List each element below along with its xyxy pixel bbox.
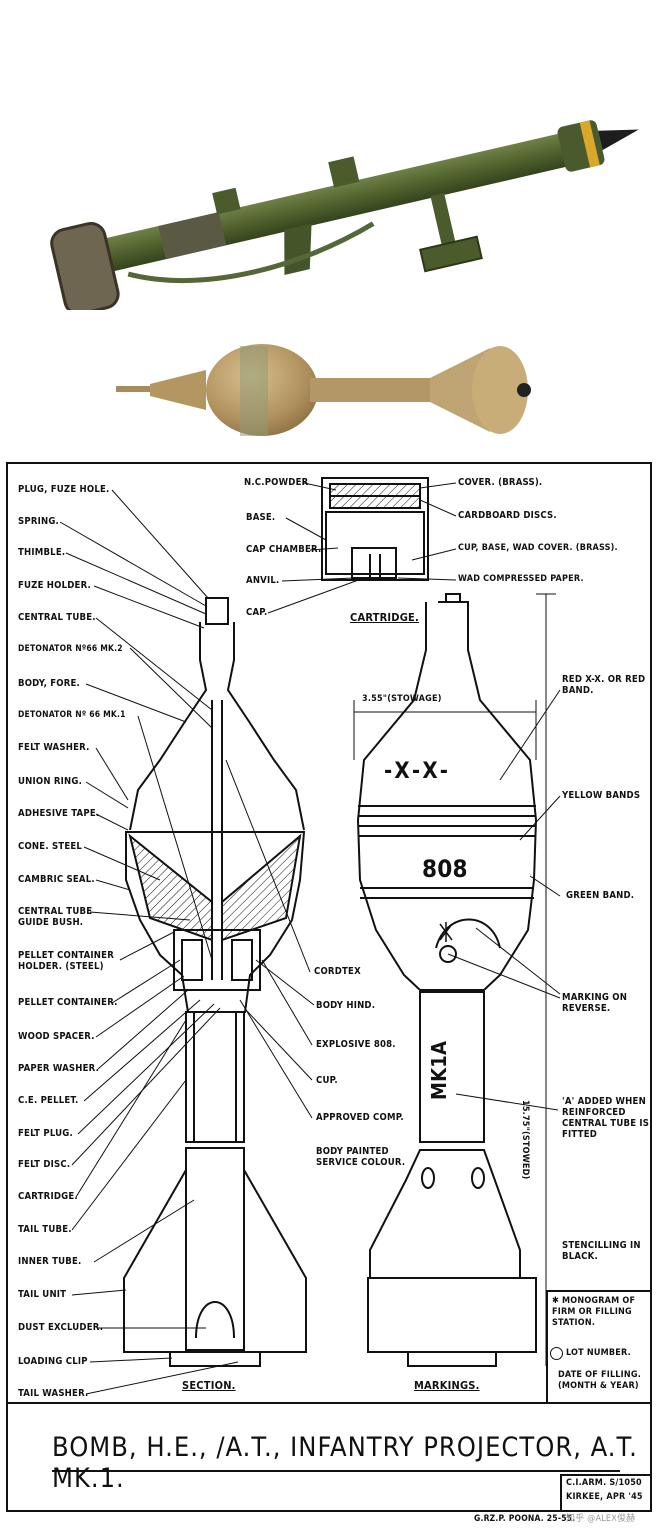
launcher-photo [50, 120, 639, 310]
label-felt-washer: FELT WASHER. [18, 742, 90, 753]
label-adhesive-tape: ADHESIVE TAPE. [18, 808, 100, 819]
label-cone-steel: CONE. STEEL [18, 841, 83, 852]
label-ce-pellet: C.E. PELLET. [18, 1095, 79, 1106]
legend-date-filling: DATE OF FILLING. (MONTH & YEAR) [558, 1370, 641, 1391]
leader-lines [59, 482, 561, 1395]
label-detonator-mk1: DETONATOR Nº 66 MK.1 [18, 710, 126, 720]
section-view [123, 597, 307, 1367]
legend-monogram: ✱ MONOGRAM OF FIRM OR FILLING STATION. [552, 1296, 636, 1328]
label-wad-compressed-paper: WAD COMPRESSED PAPER. [458, 574, 584, 584]
legend-box [546, 1290, 652, 1402]
label-yellow-bands: YELLOW BANDS [562, 790, 641, 801]
label-tail-washer: TAIL WASHER. [18, 1388, 89, 1399]
label-tail-unit: TAIL UNIT [18, 1289, 67, 1300]
monogram-symbol [439, 922, 453, 942]
label-central-tube: CENTRAL TUBE. [18, 612, 96, 623]
label-base: BASE. [246, 512, 276, 523]
label-fuze-holder: FUZE HOLDER. [18, 580, 91, 591]
stowage-dimension: 3.55"(STOWAGE) [362, 694, 442, 704]
label-detonator-mk2: DETONATOR Nº66 MK.2 [18, 644, 123, 654]
markings-heading: MARKINGS. [414, 1379, 480, 1392]
title-underline [52, 1470, 620, 1472]
label-a-added: 'A' ADDED WHEN REINFORCED CENTRAL TUBE I… [562, 1096, 650, 1140]
label-union-ring: UNION RING. [18, 776, 83, 787]
cartridge-heading: CARTRIDGE. [350, 611, 419, 624]
label-cartridge: CARTRIDGE. [18, 1191, 78, 1202]
label-cap: CAP. [246, 607, 268, 618]
stencil-mk1a: MK1A [427, 1040, 451, 1100]
label-felt-plug: FELT PLUG. [18, 1128, 73, 1139]
cartridge-detail [321, 477, 429, 581]
label-paper-washer: PAPER WASHER. [18, 1063, 100, 1074]
stencil-808: 808 [422, 855, 468, 883]
label-thimble: THIMBLE. [18, 547, 66, 558]
markings-view [353, 593, 556, 1367]
diagram-title: BOMB, H.E., /A.T., INFANTRY PROJECTOR, A… [52, 1432, 638, 1494]
label-wood-spacer: WOOD SPACER. [18, 1031, 95, 1042]
label-body-hind: BODY HIND. [316, 1000, 376, 1011]
lot-number-circle [550, 1347, 563, 1360]
label-approved-comp: APPROVED COMP. [316, 1112, 404, 1123]
label-stencilling: STENCILLING IN BLACK. [562, 1240, 641, 1262]
label-cardboard-discs: CARDBOARD DISCS. [458, 510, 557, 521]
label-anvil: ANVIL. [246, 575, 280, 586]
label-cap-chamber: CAP CHAMBER. [246, 544, 322, 555]
legend-lot-number: LOT NUMBER. [566, 1348, 631, 1358]
launcher-body [50, 120, 639, 310]
label-plug-fuze-hole: PLUG, FUZE HOLE. [18, 484, 110, 495]
label-felt-disc: FELT DISC. [18, 1159, 71, 1170]
label-nc-powder: N.C.POWDER [244, 477, 309, 488]
reference-line-2: KIRKEE, APR '45 [566, 1492, 643, 1502]
title-row [6, 1402, 652, 1512]
reference-line-1: C.I.ARM. S/1050 [566, 1478, 642, 1488]
label-body-painted: BODY PAINTED SERVICE COLOUR. [316, 1146, 406, 1168]
label-central-tube-guide-bush: CENTRAL TUBE GUIDE BUSH. [18, 906, 93, 928]
label-cover-brass: COVER. (BRASS). [458, 477, 543, 488]
label-inner-tube: INNER TUBE. [18, 1256, 82, 1267]
label-loading-clip: LOADING CLIP [18, 1356, 88, 1367]
label-cambric-seal: CAMBRIC SEAL. [18, 874, 95, 885]
diagram-sheet [6, 462, 652, 1512]
label-cordtex: CORDTEX [314, 966, 361, 977]
length-dimension: 15.75"(STOWED) [520, 1100, 530, 1180]
label-pellet-container-holder: PELLET CONTAINER HOLDER. (STEEL) [18, 950, 114, 972]
label-cup: CUP. [316, 1075, 338, 1086]
label-cup-base-wad-cover: CUP, BASE, WAD COVER. (BRASS). [458, 543, 618, 553]
label-body-fore: BODY, FORE. [18, 678, 80, 689]
label-marking-on-reverse: MARKING ON REVERSE. [562, 992, 628, 1014]
label-green-band: GREEN BAND. [566, 890, 635, 901]
section-heading: SECTION. [182, 1379, 236, 1392]
label-dust-excluder: DUST EXCLUDER. [18, 1322, 104, 1333]
label-red-x-band: RED X-X. OR RED BAND. [562, 674, 646, 696]
bomb-photo [116, 344, 531, 436]
printer-credit: G.RZ.P. POONA. 25-55. [474, 1514, 576, 1524]
label-explosive-808: EXPLOSIVE 808. [316, 1039, 396, 1050]
label-spring: SPRING. [18, 516, 59, 527]
watermark: 知乎 @ALEX俊赫 [566, 1514, 636, 1524]
label-tail-tube: TAIL TUBE. [18, 1224, 72, 1235]
stencil-x: -X-X- [384, 759, 453, 784]
reference-box [560, 1474, 652, 1512]
label-pellet-container: PELLET CONTAINER. [18, 997, 118, 1008]
